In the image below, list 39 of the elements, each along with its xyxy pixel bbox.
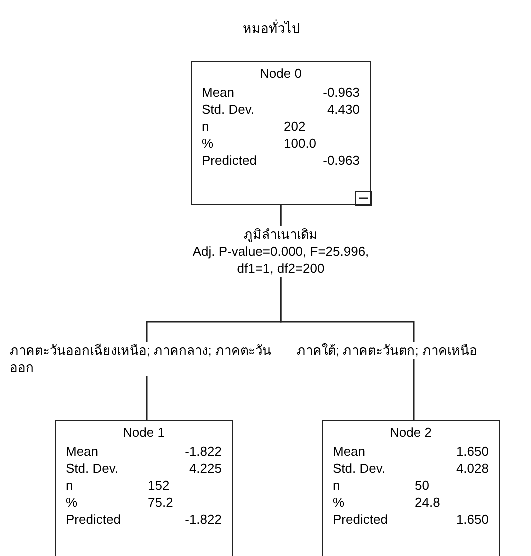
stat-value: 100.0 <box>284 135 317 152</box>
stat-label: Mean <box>333 443 367 460</box>
stat-label: Predicted <box>66 511 122 528</box>
stat-value: 1.650 <box>456 511 489 528</box>
stat-value: 75.2 <box>148 494 174 511</box>
stat-value: 4.028 <box>456 460 489 477</box>
stat-label: Mean <box>66 443 100 460</box>
stat-value: 4.225 <box>189 460 222 477</box>
stat-value: 50 <box>415 477 430 494</box>
split-label: ภูมิลำเนาเดิม <box>244 226 318 243</box>
stat-value: 202 <box>284 118 306 135</box>
title: หมอทั่วไป <box>243 18 300 38</box>
stat-value: 152 <box>148 477 170 494</box>
stat-label: % <box>202 135 215 152</box>
stat-label: n <box>333 477 342 494</box>
stat-label: Std. Dev. <box>333 460 387 477</box>
stat-value: -1.822 <box>185 511 222 528</box>
stat-value: 4.430 <box>327 101 360 118</box>
stat-label: Predicted <box>202 152 258 169</box>
node-heading: Node 0 <box>260 66 302 81</box>
stat-value: -0.963 <box>323 152 360 169</box>
edge-label: ภาคใต้; ภาคตะวันตก; ภาคเหนือ <box>297 342 478 359</box>
node-heading: Node 1 <box>123 425 165 440</box>
stat-label: % <box>66 494 79 511</box>
stat-label: Std. Dev. <box>202 101 256 118</box>
stat-value: -0.963 <box>323 84 360 101</box>
stat-label: n <box>66 477 74 494</box>
stat-value: 24.8 <box>415 494 440 511</box>
stat-label: Predicted <box>333 511 389 528</box>
stat-value: 1.650 <box>456 443 489 460</box>
stat-label: n <box>202 118 210 135</box>
node-box <box>322 420 500 556</box>
node-box <box>55 420 233 556</box>
stat-label: Std. Dev. <box>66 460 120 477</box>
stat-label: Mean <box>202 84 236 101</box>
node-heading: Node 2 <box>390 425 432 440</box>
stat-value: -1.822 <box>185 443 222 460</box>
stat-label: % <box>333 494 346 511</box>
node-box <box>191 61 371 205</box>
